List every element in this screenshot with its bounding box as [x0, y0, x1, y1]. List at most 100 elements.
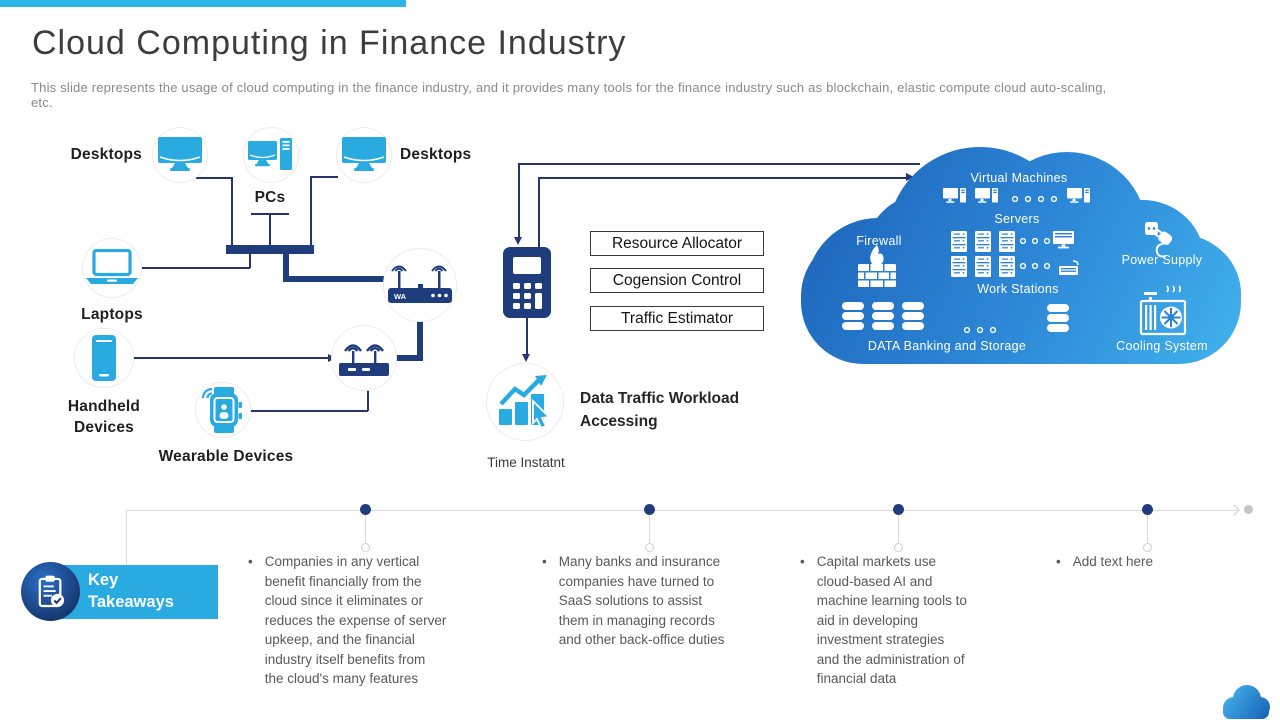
- smartwatch-icon: [201, 387, 242, 433]
- wearable-circle: [195, 382, 251, 438]
- server-rack-icon: [999, 231, 1015, 252]
- connector-line: [283, 254, 289, 282]
- resource-allocator-device: [503, 247, 551, 318]
- page-title: Cloud Computing in Finance Industry: [32, 24, 627, 62]
- timeline-dot: [1142, 504, 1153, 515]
- timeline-dot: [360, 504, 371, 515]
- wifi-router-circle: [331, 325, 397, 391]
- laptop-icon: [86, 249, 138, 284]
- takeaway-text: Many banks and insurance companies have …: [558, 554, 725, 647]
- takeaway-bullet-2: • Many banks and insurance companies hav…: [542, 552, 782, 650]
- key-takeaways-title: Key Takeaways: [88, 569, 174, 613]
- cloud-infrastructure: [801, 147, 1241, 364]
- label-power-supply: Power Supply: [1121, 253, 1203, 267]
- key-takeaways-line2: Takeaways: [88, 593, 174, 611]
- connector-line: [249, 254, 251, 268]
- timeline-stub: [898, 515, 899, 543]
- server-rack-icon: [999, 256, 1015, 277]
- smartphone-icon: [92, 335, 116, 381]
- label-pcs: PCs: [254, 189, 286, 206]
- connector-line: [283, 276, 387, 282]
- handheld-circle: [74, 328, 134, 388]
- timeline-open-dot: [894, 543, 903, 552]
- timeline-stub: [1147, 515, 1148, 543]
- label-servers: Servers: [994, 212, 1040, 226]
- key-takeaways-badge: [21, 562, 80, 621]
- timeline-end-dot: [1244, 505, 1253, 514]
- connector-line: [538, 177, 907, 179]
- timeline-connector: [126, 510, 127, 565]
- connector-line: [231, 177, 233, 245]
- router-label: WA: [394, 292, 407, 301]
- label-time-instant: Time Instatnt: [487, 455, 565, 470]
- timeline-open-dot: [645, 543, 654, 552]
- laptop-circle: [82, 238, 142, 298]
- connector-line: [518, 163, 520, 238]
- clipboard-check-icon: [38, 575, 64, 607]
- connector-line: [367, 390, 369, 411]
- connector-line: [395, 355, 423, 361]
- connector-line: [538, 178, 540, 247]
- takeaway-bullet-3: • Capital markets use cloud-based AI and…: [800, 552, 1020, 689]
- network-hub: [226, 245, 314, 254]
- timeline-open-dot: [361, 543, 370, 552]
- database-icon: [842, 302, 864, 330]
- arrowhead: [522, 354, 530, 362]
- pc-circle: [243, 127, 299, 183]
- connector-line: [417, 303, 423, 361]
- timeline-stub: [365, 515, 366, 543]
- power-plug-icon: [1145, 222, 1173, 258]
- label-virtual-machines: Virtual Machines: [970, 171, 1068, 185]
- box-resource-allocator: Resource Allocator: [590, 231, 764, 256]
- wifi-router-icon: [339, 344, 389, 376]
- arrowhead: [514, 237, 522, 245]
- desktop-icon: [158, 137, 202, 171]
- connector-line: [269, 213, 271, 245]
- label-wearable-devices: Wearable Devices: [158, 448, 294, 465]
- timeline-line: [126, 510, 1237, 511]
- key-takeaways-line1: Key: [88, 571, 119, 589]
- label-data-traffic-workload: Data Traffic Workload Accessing: [580, 390, 740, 430]
- timeline-open-dot: [1143, 543, 1152, 552]
- label-handheld-devices: Handheld Devices: [67, 398, 141, 436]
- workload-circle: [486, 363, 564, 441]
- connector-line: [196, 177, 233, 179]
- desktop-right-circle: [336, 127, 392, 183]
- arrowhead: [906, 173, 914, 181]
- box-cogension-control: Cogension Control: [590, 268, 764, 293]
- connector-line: [251, 410, 368, 412]
- label-desktops-right: Desktops: [400, 146, 472, 163]
- label-desktops-left: Desktops: [70, 146, 142, 163]
- desktop-left-circle: [152, 127, 208, 183]
- timeline-dot: [893, 504, 904, 515]
- label-work-stations: Work Stations: [977, 282, 1059, 296]
- label-firewall: Firewall: [856, 234, 902, 248]
- server-rack-icon: [975, 231, 991, 252]
- bullet-marker: •: [1056, 554, 1061, 569]
- database-icon: [1047, 304, 1069, 332]
- cloud-logo: [1223, 685, 1270, 719]
- firewall-icon: [858, 245, 896, 287]
- takeaway-bullet-1: • Companies in any vertical benefit fina…: [248, 552, 498, 689]
- calculator-screen: [513, 257, 541, 274]
- pc-icon: [248, 138, 292, 170]
- timeline-dot: [644, 504, 655, 515]
- label-data-banking: DATA Banking and Storage: [867, 339, 1027, 353]
- takeaway-text: Capital markets use cloud-based AI and m…: [816, 554, 967, 686]
- connector-line: [526, 318, 528, 356]
- bullet-marker: •: [248, 554, 253, 569]
- server-rack-icon: [951, 231, 967, 252]
- timeline-arrow: [1228, 504, 1240, 516]
- connector-line: [310, 176, 338, 178]
- connector-line: [142, 267, 250, 269]
- page-subtitle: This slide represents the usage of cloud…: [31, 80, 1107, 110]
- database-icon: [902, 302, 924, 330]
- takeaway-text: Companies in any vertical benefit financ…: [264, 554, 447, 686]
- server-rack-icon: [951, 256, 967, 277]
- takeaway-bullet-add-text[interactable]: • Add text here: [1056, 552, 1216, 572]
- database-icon: [872, 302, 894, 330]
- bullet-marker: •: [542, 554, 547, 569]
- takeaway-placeholder-text: Add text here: [1072, 554, 1154, 569]
- timeline-stub: [649, 515, 650, 543]
